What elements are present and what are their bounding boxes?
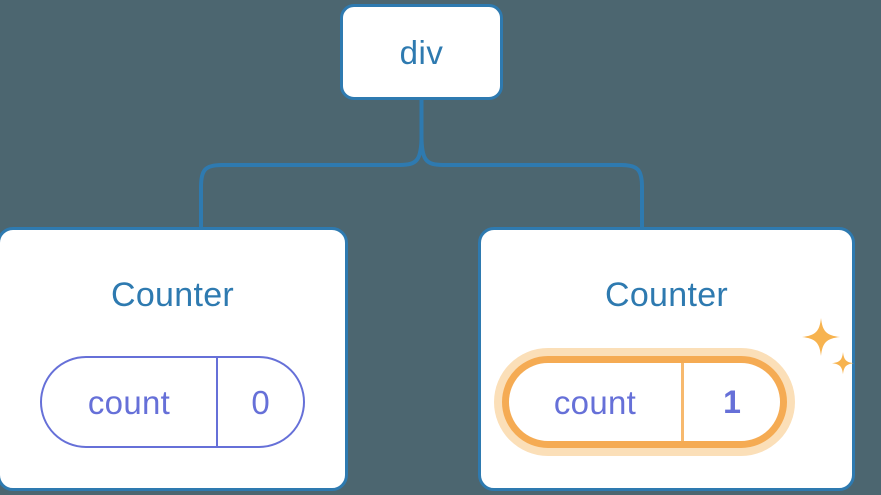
state-value-label: 1 [723,384,741,420]
component-title: Counter [110,276,235,314]
state-value-cell: 1 [681,363,780,441]
root-node-label: div [399,33,444,71]
connector-branch-right [419,134,644,229]
state-pill[interactable]: count 0 [40,356,305,448]
state-key-label: count [553,383,637,421]
state-pill-container: count 0 [0,356,345,448]
state-value-cell: 0 [216,358,303,446]
state-key-cell: count [42,358,216,446]
state-value-label: 0 [251,383,270,421]
connector-branch-left [199,134,424,229]
component-card-counter-left[interactable]: Counter count 0 [0,227,348,491]
tree-node-root[interactable]: div [340,4,503,100]
state-pill-container: count 1 [481,356,808,448]
state-key-cell: count [509,363,681,441]
component-title: Counter [604,276,729,314]
component-card-counter-right[interactable]: Counter count 1 [478,227,855,491]
state-key-label: count [87,383,171,421]
state-pill-highlighted[interactable]: count 1 [502,356,787,448]
